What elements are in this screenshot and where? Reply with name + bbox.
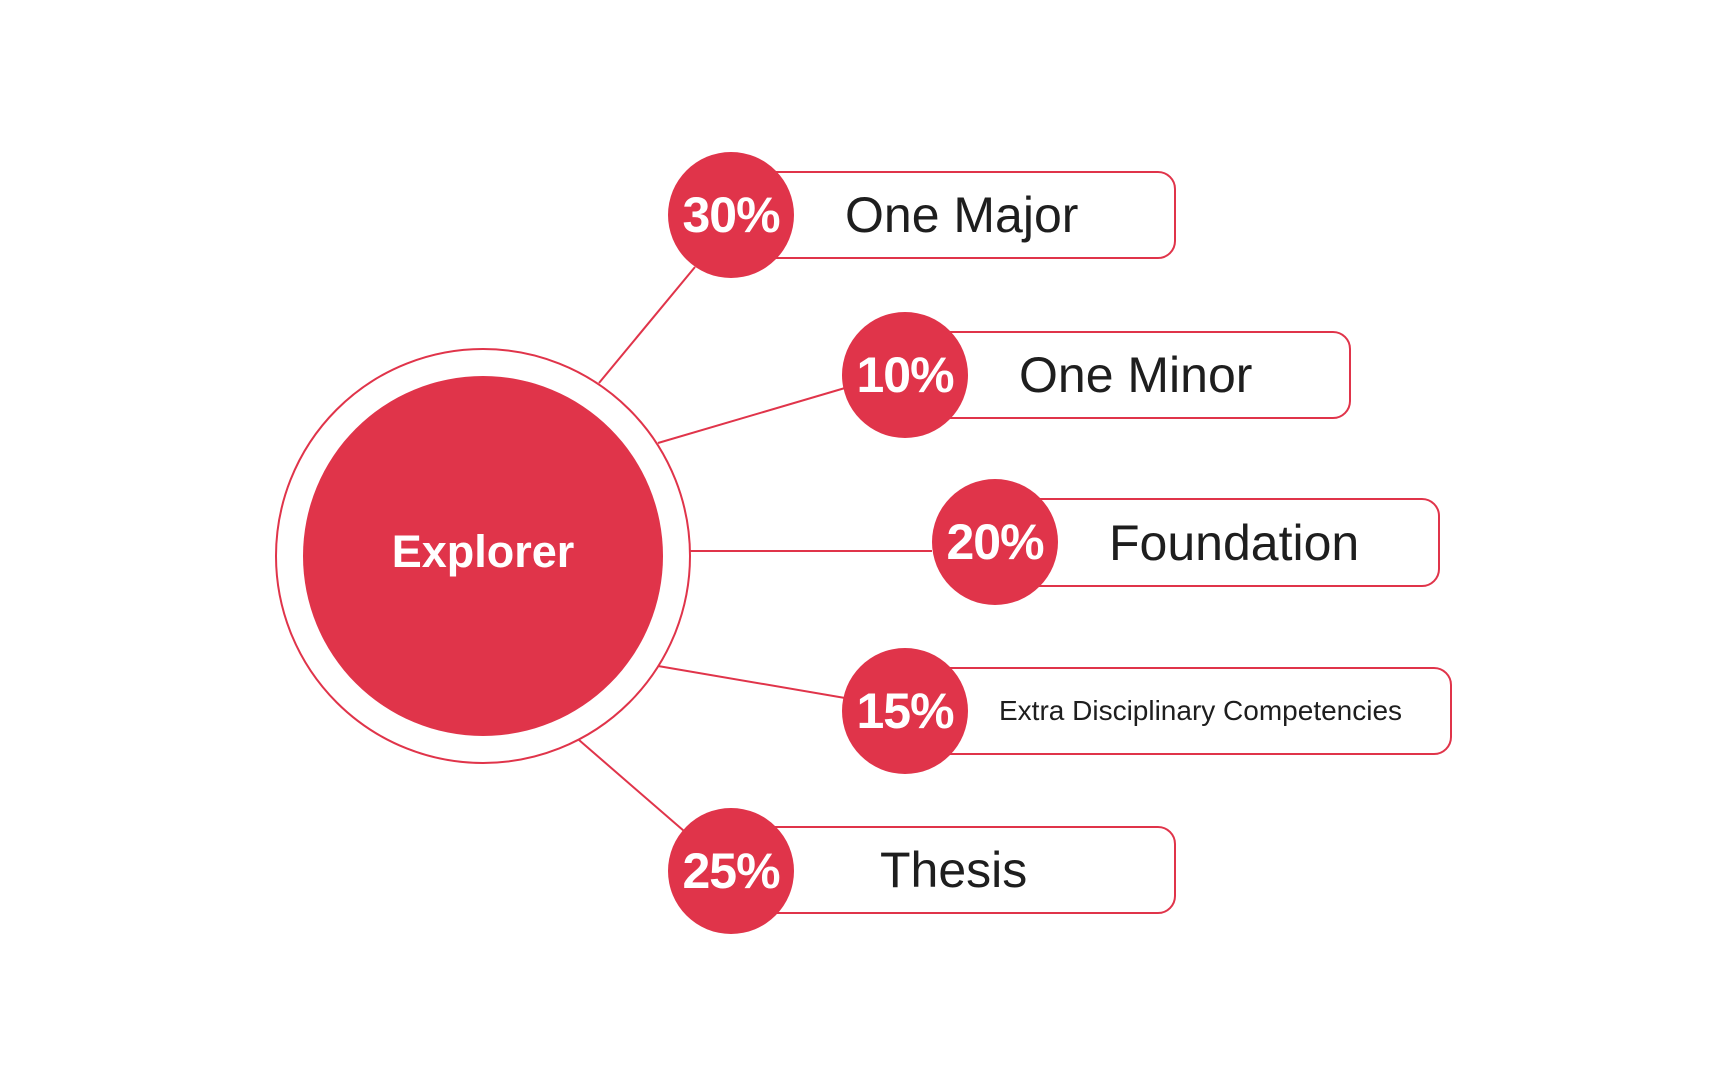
item-box-one-minor: One Minor — [905, 331, 1351, 419]
percent-badge: 30% — [668, 152, 794, 278]
connector-line — [657, 665, 846, 699]
item-label: One Major — [845, 187, 1079, 243]
connector-line — [657, 387, 846, 444]
item-label: One Minor — [1019, 347, 1253, 403]
item-box-thesis: Thesis — [731, 826, 1176, 914]
percent-badge: 20% — [932, 479, 1058, 605]
item-box-one-major: One Major — [731, 171, 1176, 259]
percent-badge: 25% — [668, 808, 794, 934]
percent-badge: 10% — [842, 312, 968, 438]
center-label: Explorer — [391, 526, 575, 577]
item-label: Thesis — [880, 842, 1028, 898]
item-box-foundation: Foundation — [995, 498, 1440, 587]
connector-line — [578, 739, 685, 832]
percent-badge: 15% — [842, 648, 968, 774]
center-circle — [303, 376, 663, 736]
item-box-extra-disciplinary: Extra Disciplinary Competencies — [905, 667, 1452, 755]
outer-ring — [275, 348, 691, 764]
item-label: Foundation — [1109, 514, 1360, 571]
item-label: Extra Disciplinary Competencies — [999, 695, 1403, 726]
connector-line — [598, 266, 696, 384]
